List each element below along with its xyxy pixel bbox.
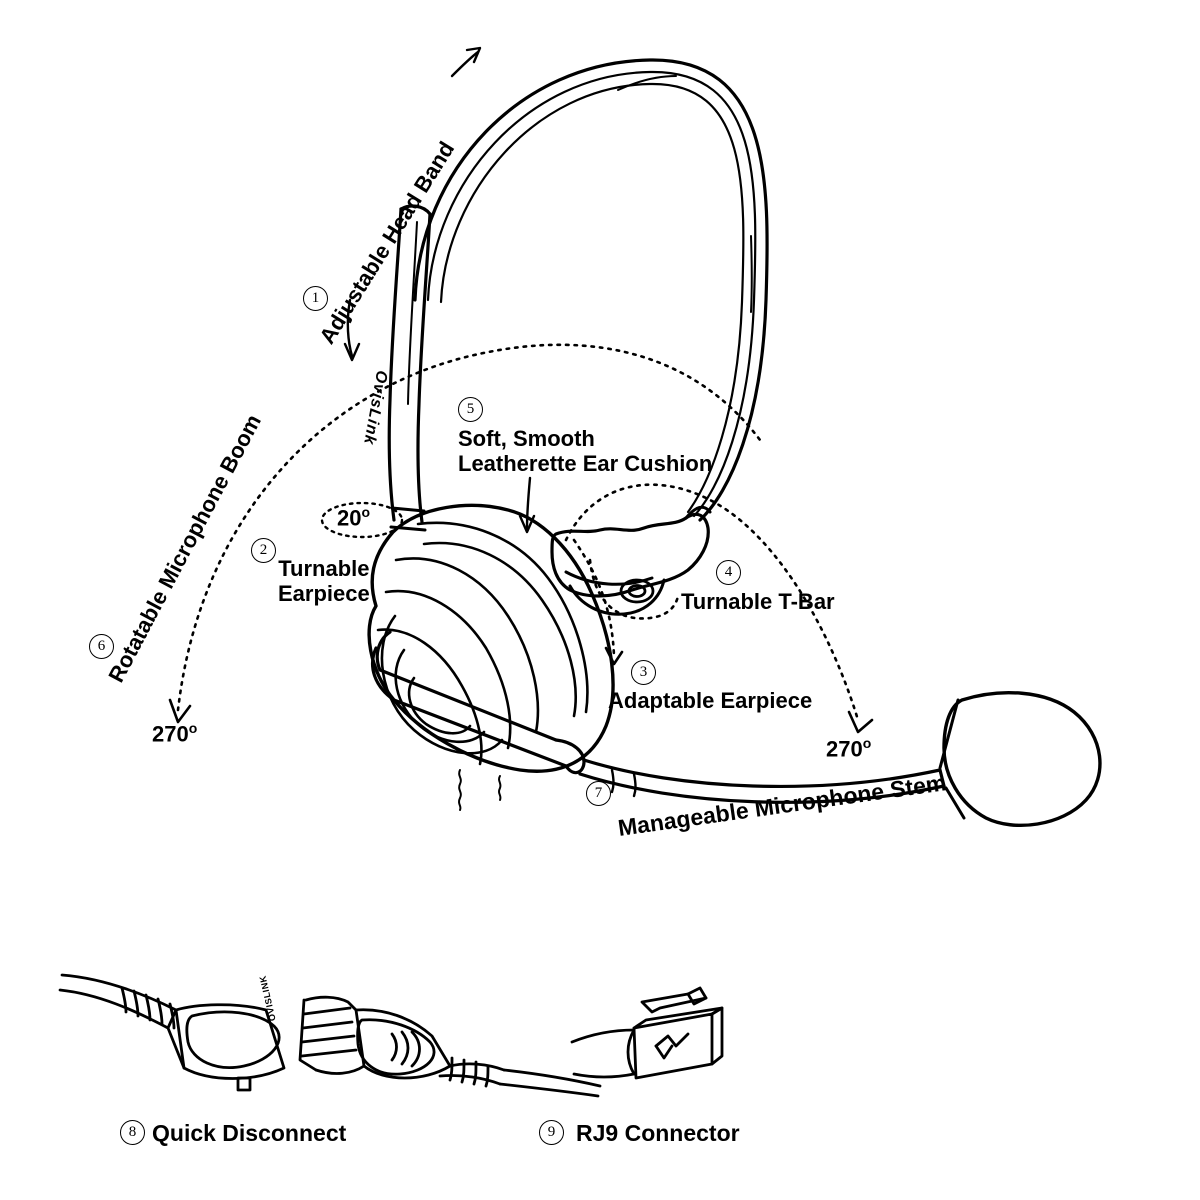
microphone-windscreen bbox=[942, 691, 1102, 828]
tilt-angle-arc bbox=[320, 501, 404, 539]
angle-label-tbar-rotation: 270o bbox=[826, 735, 872, 762]
angle-label-boom-rotation: 270o bbox=[152, 720, 198, 747]
leader-headband-top bbox=[450, 46, 482, 78]
quick-disconnect-art bbox=[58, 973, 286, 1092]
headband-slider-inner bbox=[407, 221, 418, 405]
rj9-connector-art bbox=[570, 986, 724, 1080]
angle-value-270-boom: 270 bbox=[152, 721, 189, 747]
earpiece-inner-contours bbox=[380, 614, 504, 755]
callout-label-quick-disconnect: Quick Disconnect bbox=[152, 1120, 347, 1146]
t-bar-pivot bbox=[619, 578, 655, 604]
callout-label-rj9-connector: RJ9 Connector bbox=[576, 1120, 740, 1146]
headband-arc bbox=[413, 58, 769, 522]
headband-arc-inner bbox=[426, 70, 757, 518]
turnable-earpiece-line1: Turnable bbox=[278, 556, 370, 581]
arrowheads bbox=[168, 646, 874, 734]
stem-sleeve bbox=[610, 768, 637, 798]
tbar-detail-arc bbox=[588, 558, 680, 620]
earpiece-wires bbox=[458, 769, 502, 811]
callout-number-7[interactable]: 7 bbox=[586, 781, 611, 806]
callout-number-5[interactable]: 5 bbox=[458, 397, 483, 422]
leader-callout-5 bbox=[518, 476, 536, 534]
turnable-earpiece-line2: Earpiece bbox=[278, 580, 370, 606]
microphone-stem bbox=[578, 758, 946, 804]
adaptable-earpiece-arc bbox=[572, 538, 616, 658]
callout-number-1[interactable]: 1 bbox=[303, 286, 328, 311]
callout-label-turnable-t-bar: Turnable T-Bar bbox=[681, 589, 835, 614]
boom-rotation-arc bbox=[176, 343, 762, 712]
ear-cushion-line2: Leatherette Ear Cushion bbox=[458, 450, 713, 476]
callout-label-ear-cushion: Soft, Smooth Leatherette Ear Cushion bbox=[458, 426, 713, 476]
headband-highlights bbox=[617, 75, 753, 313]
callout-number-2[interactable]: 2 bbox=[251, 538, 276, 563]
callout-number-9[interactable]: 9 bbox=[539, 1120, 564, 1145]
angle-value-270-tbar: 270 bbox=[826, 736, 863, 762]
t-bar-joint bbox=[684, 505, 712, 520]
angle-value-20: 20 bbox=[337, 505, 362, 531]
callout-number-3[interactable]: 3 bbox=[631, 660, 656, 685]
ear-cushion-ridges bbox=[376, 521, 589, 766]
headband-slider bbox=[387, 204, 432, 524]
callout-label-adaptable-earpiece: Adaptable Earpiece bbox=[608, 688, 813, 713]
quick-disconnect-mating-art bbox=[298, 995, 602, 1098]
callout-label-turnable-earpiece: Turnable Earpiece bbox=[278, 556, 370, 606]
tbar-rotation-arc bbox=[564, 483, 860, 722]
windscreen-neck bbox=[938, 698, 966, 820]
earpiece-housing bbox=[367, 503, 615, 773]
turnable-t-bar bbox=[550, 512, 710, 598]
ear-cushion-line1: Soft, Smooth bbox=[458, 426, 595, 451]
callout-number-4[interactable]: 4 bbox=[716, 560, 741, 585]
callout-number-6[interactable]: 6 bbox=[89, 634, 114, 659]
angle-label-earpiece-tilt: 20o bbox=[337, 504, 371, 531]
microphone-boom-arm bbox=[371, 630, 586, 775]
leader-callout-1 bbox=[343, 298, 361, 362]
callout-number-8[interactable]: 8 bbox=[120, 1120, 145, 1145]
